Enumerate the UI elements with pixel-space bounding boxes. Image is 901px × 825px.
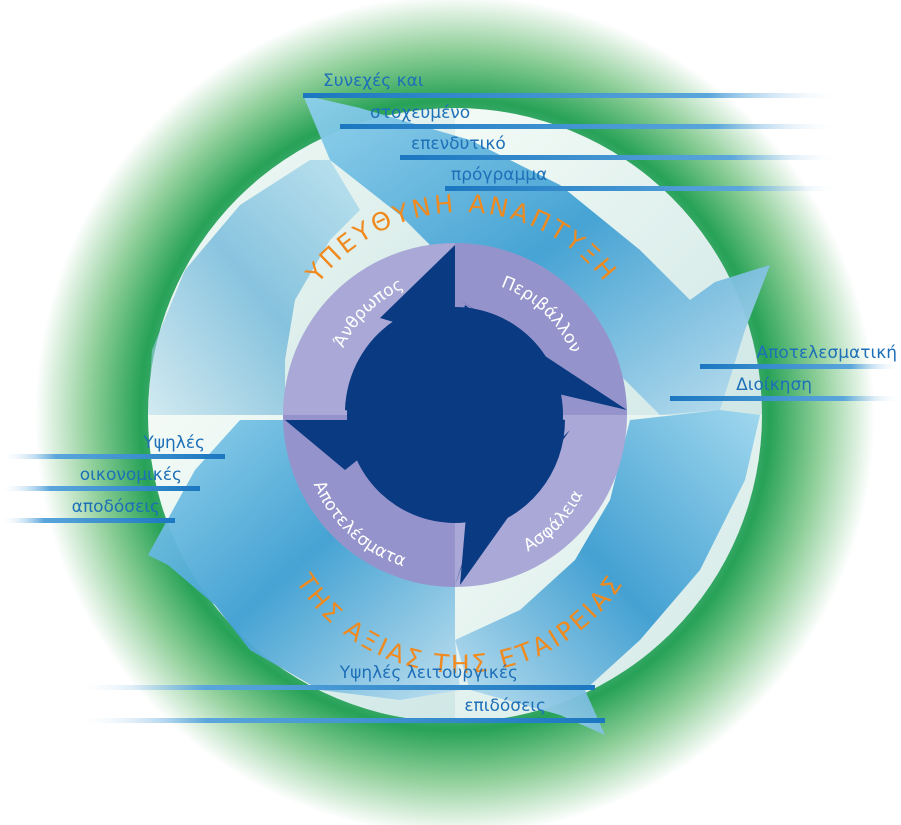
arrow-left [148,160,360,415]
arrow-right [455,410,760,735]
callout-right-line-1: Αποτελεσματική [756,343,897,363]
core-arrow-bottom-left [285,420,395,470]
callout-right-line-2: Διοίκηση [736,375,812,395]
callout-left-line-1: Υψηλές [142,433,205,453]
arrow-top [303,95,770,415]
callout-top-line-2: στοχευμένο [370,103,470,123]
callout-lines-bottom [75,685,605,723]
callout-left-line-3: αποδόσεις [72,497,160,517]
core-circle [347,307,563,523]
callout-top-line-4: πρόγραμμα [451,165,547,185]
callout-lines-left [0,454,225,523]
core-arrow-top-right [460,300,627,410]
callout-lines-right [670,364,901,401]
core-arrow-top-left [380,245,455,355]
callout-bottom-line-1: Υψηλές λειτουργικές [339,663,518,683]
core-arrow-bottom-right [460,430,570,585]
callout-top-line-1: Συνεχές και [323,71,424,91]
callout-bottom-line-2: επιδόσεις [464,696,546,716]
callout-left-line-2: οικονομικές [80,465,182,485]
callout-top-line-3: επενδυτικό [411,134,506,154]
arrow-bottom [148,420,460,700]
callout-lines-top [303,93,843,191]
